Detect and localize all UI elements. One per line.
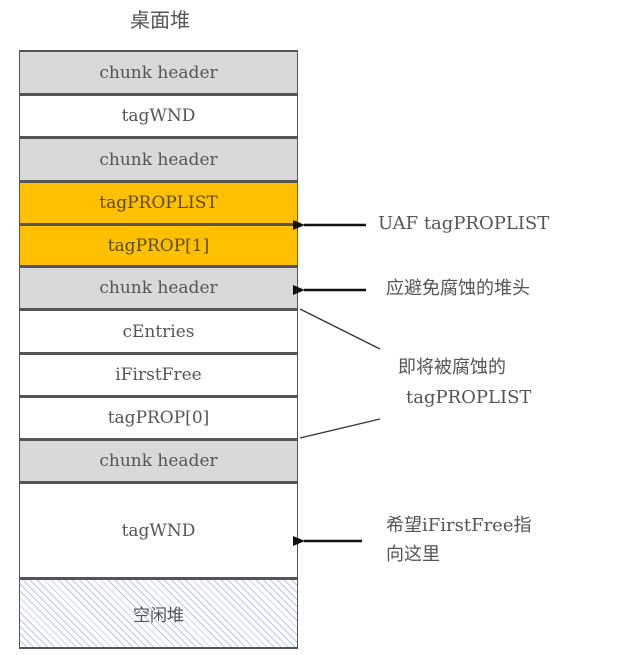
block-label: tagWND bbox=[121, 520, 196, 541]
heap-block-tagwnd-1: tagWND bbox=[19, 94, 298, 137]
bracket-line-bottom bbox=[299, 418, 381, 439]
heap-block-chunk-header-3: chunk header bbox=[19, 266, 298, 309]
heap-block-tagwnd-2: tagWND bbox=[19, 482, 298, 578]
heap-block-tagprop-0: tagPROP[0] bbox=[19, 396, 298, 439]
to-be-corrupted-label-line2: tagPROPLIST bbox=[406, 387, 532, 408]
block-label: tagPROPLIST bbox=[99, 193, 218, 213]
heap-block-centries: cEntries bbox=[19, 309, 298, 353]
bracket-line-top bbox=[299, 308, 381, 350]
block-label: chunk header bbox=[99, 62, 218, 83]
heap-block-chunk-header-2: chunk header bbox=[19, 137, 298, 181]
heap-block-free-heap: 空闲堆 bbox=[19, 578, 298, 649]
block-label: tagPROP[1] bbox=[107, 235, 210, 256]
target-label-line2: 向这里 bbox=[386, 544, 440, 565]
heap-block-ifirstfree: iFirstFree bbox=[19, 353, 298, 396]
heap-block-chunk-header-4: chunk header bbox=[19, 439, 298, 482]
heap-block-uaf-tagproplist: tagPROPLIST bbox=[19, 181, 298, 224]
block-label: tagPROP[0] bbox=[107, 408, 210, 428]
uaf-label: UAF tagPROPLIST bbox=[378, 213, 550, 234]
block-label: chunk header bbox=[99, 451, 218, 471]
heap-block-tagprop-1: tagPROP[1] bbox=[19, 224, 298, 266]
diagram-title: 桌面堆 bbox=[130, 8, 190, 32]
block-label: iFirstFree bbox=[115, 365, 202, 385]
avoid-corrupt-label: 应避免腐蚀的堆头 bbox=[386, 278, 530, 299]
block-label: 空闲堆 bbox=[133, 606, 184, 626]
target-label-line1: 希望iFirstFree指 bbox=[386, 515, 532, 536]
block-label: chunk header bbox=[99, 278, 218, 298]
block-label: chunk header bbox=[99, 149, 218, 170]
block-label: tagWND bbox=[121, 106, 196, 126]
block-label: cEntries bbox=[122, 321, 195, 342]
to-be-corrupted-label-line1: 即将被腐蚀的 bbox=[398, 357, 506, 378]
heap-block-chunk-header-1: chunk header bbox=[19, 50, 298, 94]
